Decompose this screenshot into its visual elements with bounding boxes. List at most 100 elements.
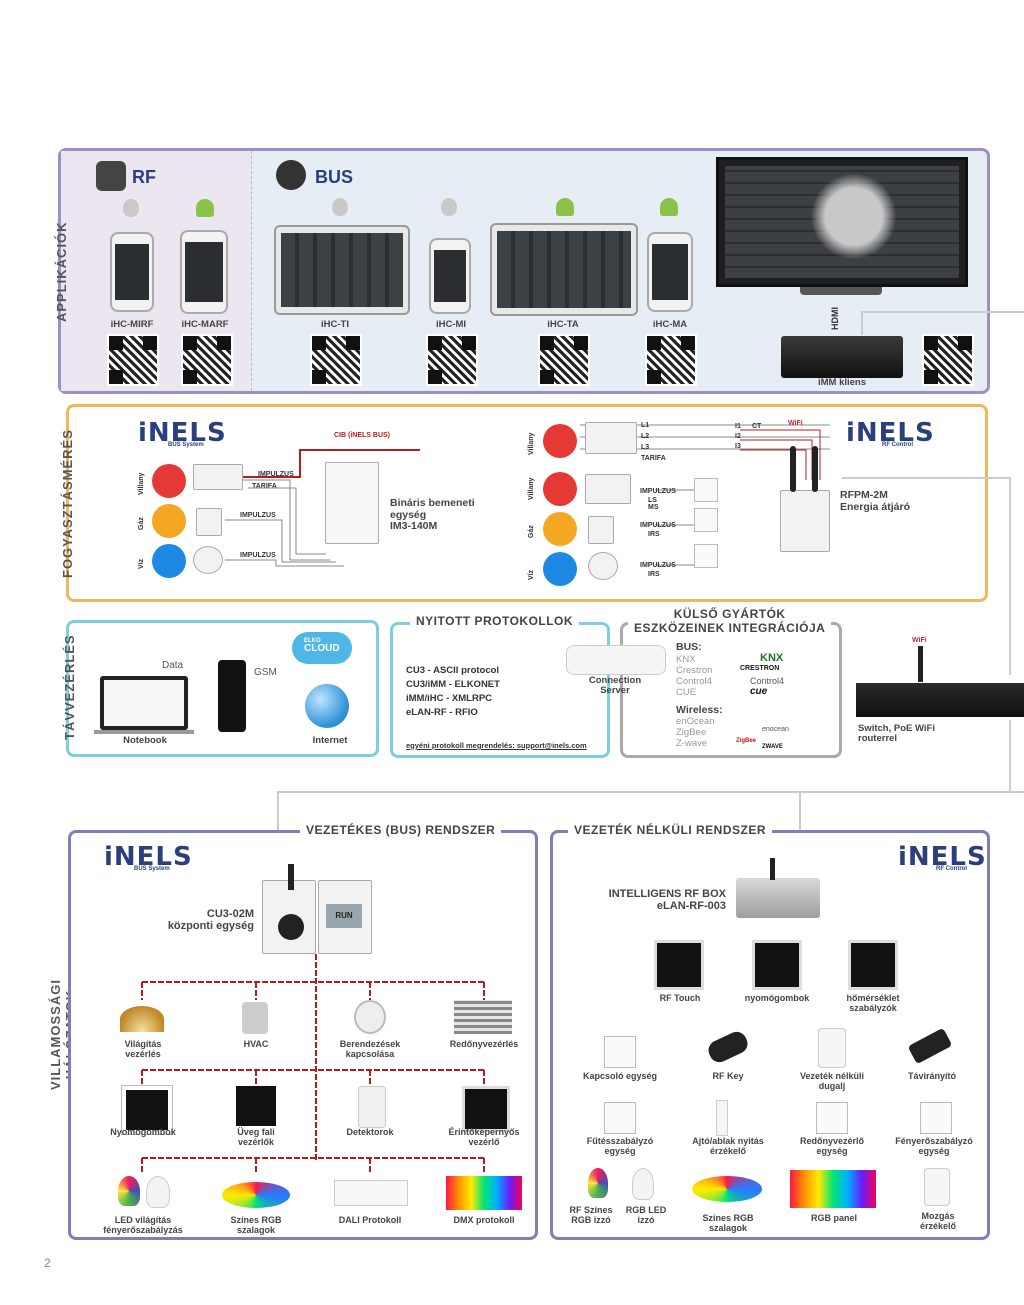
cu3-antenna — [288, 864, 294, 890]
phase-label: L2 — [641, 433, 650, 440]
app-label: iHC-MIRF — [110, 319, 154, 330]
dimmer-unit-device — [920, 1102, 952, 1134]
electricity-meter — [193, 464, 243, 490]
label-line: Fűtésszabályzó — [586, 1136, 654, 1146]
apple-icon — [441, 198, 457, 216]
impulzus-label: IMPULZUS — [258, 471, 294, 478]
gas-icon — [152, 504, 186, 538]
apple-icon — [332, 198, 348, 216]
android-icon — [196, 199, 214, 217]
connection-server-device — [566, 645, 666, 675]
label-line: egység — [816, 1145, 848, 1156]
door-sensor-device — [716, 1100, 728, 1136]
label-line: Berendezések — [339, 1039, 401, 1049]
wireless-item-label: Kapcsoló egység — [572, 1071, 668, 1082]
label-line: vezérlés — [125, 1048, 161, 1059]
bus-icon — [276, 160, 306, 190]
consumption-panel — [66, 404, 988, 602]
wireless-item-label: RF Key — [690, 1071, 766, 1082]
irs-label: IRS — [648, 531, 660, 538]
label-line: Nyomógombok — [110, 1127, 176, 1137]
router-antenna — [918, 646, 923, 682]
imm-label: iMM kliens — [817, 377, 867, 388]
cu3-keypad — [278, 914, 304, 940]
qr-code — [922, 334, 974, 386]
inels-logo: iNELS — [898, 842, 987, 872]
rf-box-device — [736, 878, 820, 918]
connection-server-label: Connection Server — [580, 675, 650, 697]
label-line: egység — [918, 1145, 950, 1156]
phase-label: L3 — [641, 444, 650, 451]
label-line: vezérlő — [468, 1136, 500, 1147]
label-line: Érintőképernyős — [448, 1127, 520, 1137]
label-line: RGB panel — [810, 1213, 857, 1223]
rfpm-line: RFPM-2M — [840, 489, 888, 501]
protocol-line: iMM/iHC - XMLRPC — [406, 693, 493, 704]
qr-code — [181, 334, 233, 386]
bus-title: BUS — [315, 167, 354, 187]
gas-meter — [196, 508, 222, 536]
cib-label: CIB (iNELS BUS) — [334, 432, 390, 439]
detector-device — [358, 1086, 386, 1128]
label-line: egység — [604, 1145, 636, 1156]
motion-sensor — [924, 1168, 950, 1206]
thirdparty-title: KÜLSŐ GYÁRTÓK ESZKÖZEINEK INTEGRÁCIÓJA — [628, 607, 832, 635]
protocol-line: CU3 - ASCII protocol — [406, 665, 500, 676]
rf-control-sub: RF Control — [882, 442, 913, 448]
inels-logo: iNELS — [846, 418, 935, 448]
binary-input-line: Bináris bemeneti — [390, 497, 475, 509]
android-icon — [660, 198, 678, 216]
electricity-icon — [543, 472, 577, 506]
bus-system-sub: BUS System — [134, 866, 170, 872]
impulzus-label: IMPULZUS — [640, 522, 676, 529]
tarifa-label: TARIFA — [641, 455, 666, 462]
rf-box-line: eLAN-RF-003 — [656, 900, 726, 913]
bus-head: BUS: — [676, 641, 702, 653]
impulzus-label: IMPULZUS — [640, 562, 676, 569]
electricity-icon — [152, 464, 186, 498]
control4-logo: Control4 — [750, 676, 785, 686]
label-line: Színes RGB — [702, 1213, 754, 1223]
gas-icon — [543, 512, 577, 546]
enocean-logo: enocean — [762, 726, 789, 733]
notebook-label: Notebook — [123, 735, 167, 746]
wireless-item-label: RGB panel — [796, 1213, 872, 1224]
label-line: szabályzók — [849, 1002, 897, 1013]
mobile-phone — [218, 660, 246, 732]
app-label: iHC-MARF — [181, 319, 229, 330]
antenna — [812, 446, 818, 492]
cloud-text-line: CLOUD — [304, 643, 340, 654]
support-email-link[interactable]: egyéni protokoll megrendelés: support@in… — [406, 741, 587, 750]
label-line: RF Touch — [659, 993, 701, 1003]
ct-label: CT — [752, 423, 762, 430]
ct-label: I2 — [735, 433, 741, 440]
thirdparty-title-line: ESZKÖZEINEK INTEGRÁCIÓJA — [634, 621, 826, 635]
zigbee-logo: ZigBee — [736, 738, 757, 744]
blinds-device — [454, 1000, 512, 1034]
protocol-line: CU3/iMM - ELKONET — [406, 679, 500, 690]
bus-integration-item: Crestron — [676, 665, 713, 676]
thermostat-device — [848, 940, 898, 990]
iphone-device — [110, 232, 154, 312]
led-bulb — [632, 1168, 654, 1200]
cu3-label-line: központi egység — [167, 920, 254, 933]
internet-label: Internet — [312, 735, 348, 746]
label-line: LED világítás — [114, 1215, 172, 1225]
irs-label: IRS — [648, 571, 660, 578]
cloud-text: ELKO CLOUD — [304, 638, 340, 654]
rf-sensor-module — [694, 508, 718, 532]
blind-unit-device — [816, 1102, 848, 1134]
wireless-item-label: Távirányító — [892, 1071, 972, 1082]
bus-integration-item: KNX — [676, 654, 696, 665]
antenna — [790, 446, 796, 492]
label-line: fényerőszabályzás — [103, 1224, 183, 1235]
switch-label-line: Switch, PoE WiFi — [858, 723, 935, 734]
